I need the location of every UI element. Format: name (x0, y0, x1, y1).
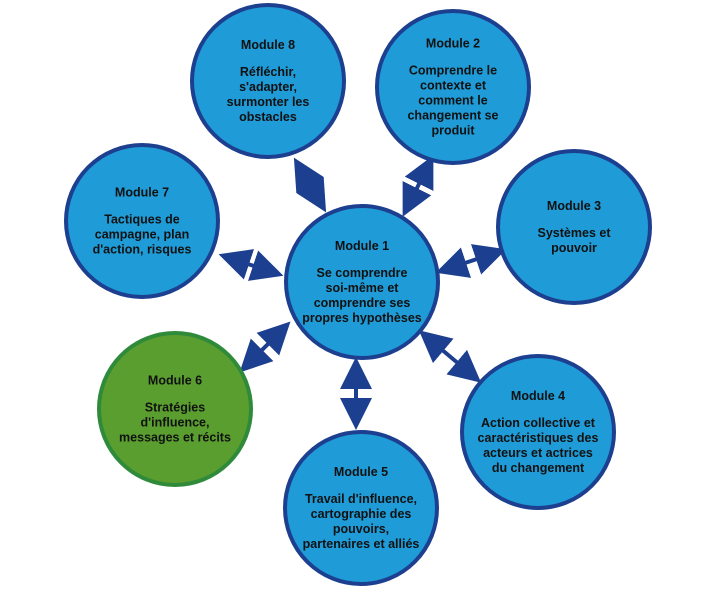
module-4-description-line: du changement (492, 461, 585, 475)
module-4-description-line: acteurs et actrices (483, 446, 593, 460)
module-4-node: Module 4 Action collective etcaractéristi… (460, 354, 616, 510)
module-5-title: Module 5 (334, 465, 388, 479)
module-2-description-line: Comprendre le (409, 64, 497, 78)
module-7-description-line: Tactiques de (104, 213, 180, 227)
module-3-circle (496, 149, 652, 305)
module-2-description-line: comment le (418, 94, 488, 108)
module-6-description-line: d'influence, (141, 416, 210, 430)
module-2-description-line: contexte et (420, 79, 487, 93)
module-5-circle (283, 430, 439, 586)
module-7-description-line: campagne, plan (95, 228, 189, 242)
module-7-description-line: d'action, risques (93, 243, 192, 257)
double-arrow-1 (293, 157, 327, 213)
module-6-description-line: Stratégies (145, 401, 205, 415)
module-8-circle (190, 3, 346, 159)
module-6-circle (97, 331, 253, 487)
module-5-description-line: Travail d'influence, (305, 492, 417, 506)
module-1-description-line: propres hypothèses (302, 311, 422, 325)
module-1-description-line: comprendre ses (314, 296, 411, 310)
module-8-node: Module 8 Réfléchir,s'adapter,surmonter le… (190, 3, 346, 159)
module-2-circle (375, 9, 531, 165)
double-arrow-6 (239, 321, 291, 373)
module-4-title: Module 4 (511, 389, 565, 403)
double-arrow-2 (402, 155, 434, 217)
module-2-title: Module 2 (426, 37, 480, 51)
double-arrow-3 (435, 244, 507, 278)
double-arrow-7 (218, 249, 284, 281)
module-8-description-line: Réfléchir, (240, 65, 296, 79)
module-5-node: Module 5 Travail d'influence,cartographie… (283, 430, 439, 586)
module-7-title: Module 7 (115, 186, 169, 200)
module-8-description-line: surmonter les (227, 95, 310, 109)
module-1-description-line: soi-même et (326, 281, 400, 295)
module-4-circle (460, 354, 616, 510)
module-3-description-line: pouvoir (551, 241, 597, 255)
module-3-title: Module 3 (547, 199, 601, 213)
connector-arrows (218, 155, 507, 430)
module-6-title: Module 6 (148, 374, 202, 388)
module-2-description-line: changement se (407, 109, 498, 123)
module-1-circle (284, 204, 440, 360)
module-4-description-line: Action collective et (481, 416, 596, 430)
module-4-description-line: caractéristiques des (478, 431, 599, 445)
double-arrow-4 (418, 330, 482, 383)
module-5-description-line: partenaires et alliés (303, 537, 420, 551)
module-5-description-line: cartographie des (311, 507, 412, 521)
module-8-description-line: s'adapter, (239, 80, 297, 94)
module-1-description-line: Se comprendre (316, 266, 407, 280)
module-5-description-line: pouvoirs, (333, 522, 389, 536)
module-8-title: Module 8 (241, 38, 295, 52)
module-6-description-line: messages et récits (119, 431, 231, 445)
module-3-description-line: Systèmes et (538, 226, 612, 240)
module-1-title: Module 1 (335, 239, 389, 253)
module-2-description-line: produit (431, 124, 475, 138)
module-8-description-line: obstacles (239, 110, 297, 124)
module-7-circle (64, 143, 220, 299)
